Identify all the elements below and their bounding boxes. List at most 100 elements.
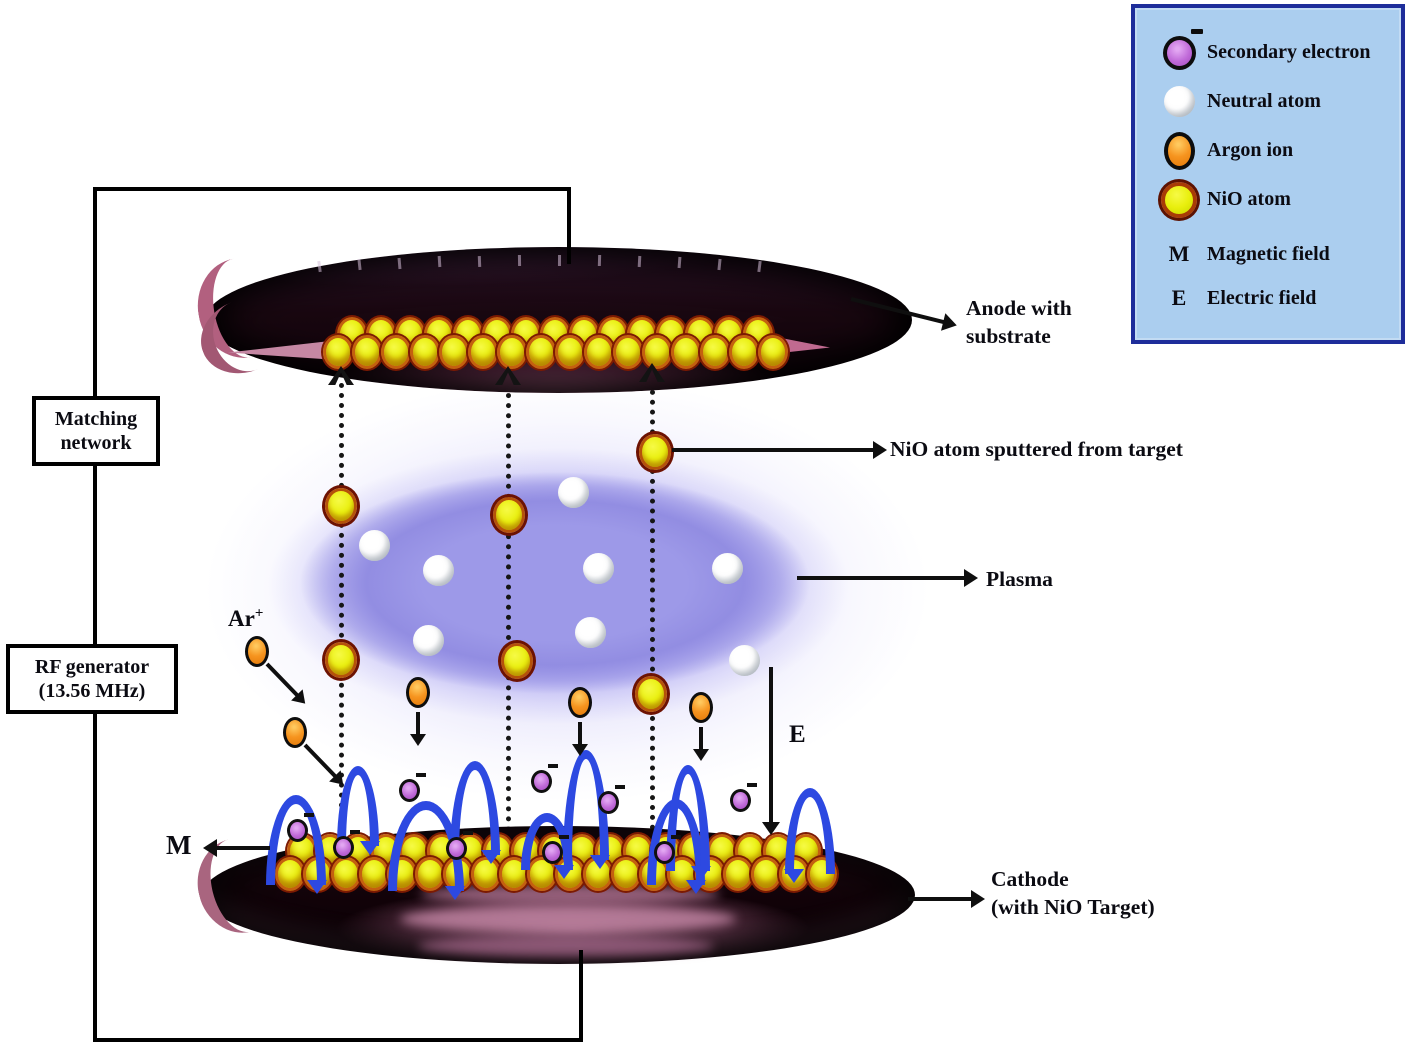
secondary-electron: [333, 830, 360, 859]
argon-label-sup: +: [254, 605, 264, 622]
nio-atom: [410, 335, 440, 369]
magnetic-field-symbol: M: [166, 830, 192, 860]
nio-atom: [323, 335, 353, 369]
cathode-mauve-band-1: [420, 884, 720, 904]
legend-spacer: [1151, 224, 1401, 232]
secondary-electron: [654, 835, 681, 864]
neutral-atom: [575, 617, 606, 648]
nio-atom: [359, 857, 389, 891]
arrow-head-icon: [693, 749, 709, 761]
legend-symbol: E: [1171, 285, 1187, 310]
nio-sputtered-label: NiO atom sputtered from target: [890, 437, 1183, 461]
argon-ion-down-arrow: [699, 727, 703, 749]
wire-bottom-horizontal: [93, 1038, 583, 1042]
arrow-head-icon: [964, 569, 978, 587]
wire-anode-drop: [567, 187, 571, 264]
arc-arrow-head-icon: [691, 866, 711, 880]
nio-atom: [497, 335, 527, 369]
arc-arrow-head-icon: [481, 850, 501, 864]
anode-vent-tick: [637, 255, 642, 268]
magnetic-field-arc-icon: [784, 788, 835, 883]
anode-label-line2: substrate: [966, 323, 1051, 348]
argon-ion-diagonal-arrow: [265, 662, 311, 710]
legend-icon-cell: [1151, 181, 1207, 218]
wire-cathode-riser: [579, 950, 583, 1042]
anode-label: Anode with substrate: [966, 295, 1072, 351]
nio-atom-sputtered: [325, 642, 357, 678]
cathode-mauve-band-3: [418, 936, 714, 956]
argon-ion: [245, 636, 269, 667]
anode-vent-tick: [517, 255, 522, 267]
nio-atom-sputtered: [493, 497, 525, 533]
nio-atom: [729, 335, 759, 369]
argon-ion: [568, 687, 592, 718]
plasma-arrow: [797, 569, 978, 587]
legend-item: NiO atom: [1151, 175, 1401, 224]
arrow-stem: [265, 662, 300, 698]
nio-atom: [613, 335, 643, 369]
cathode-mauve-band-2: [400, 906, 736, 932]
matching-network-label-line1: Matching: [54, 408, 138, 430]
magnetic-field-arrow: [203, 839, 270, 857]
cathode-label-arrow: [908, 890, 985, 908]
legend-item-label: Argon ion: [1207, 139, 1294, 161]
legend-icon-cell: [1151, 131, 1207, 170]
legend-item-label: Neutral atom: [1207, 90, 1321, 112]
nio-atom: [700, 335, 730, 369]
secondary-electron: [446, 831, 473, 860]
nio-atom: [758, 335, 788, 369]
arc-arrow-head-icon: [590, 855, 610, 869]
wire-bottom-left-vertical: [93, 713, 97, 1042]
nio-atom: [584, 335, 614, 369]
legend-symbol-item: E Electric field: [1151, 276, 1401, 320]
secondary-electron: [287, 813, 314, 842]
wire-top-horizontal: [93, 187, 571, 191]
nio-atom-sputtered: [639, 434, 671, 470]
rf-generator-label-line2: (13.56 MHz): [38, 680, 146, 702]
secondary-electron: [730, 783, 757, 812]
neutral-atom: [423, 555, 454, 586]
legend-item-label: Electric field: [1207, 286, 1317, 309]
arc-arrow-head-icon: [307, 880, 327, 894]
argon-ion-down-arrow: [416, 712, 420, 734]
secondary-electron-icon: [1162, 28, 1203, 70]
nio-atom-icon: [1161, 181, 1197, 218]
wire-between-boxes: [93, 464, 97, 647]
argon-ion-label: Ar+: [228, 604, 263, 634]
secondary-electron: [531, 764, 558, 793]
argon-ion: [406, 677, 430, 708]
arrow-head-icon: [971, 890, 985, 908]
argon-ion: [689, 692, 713, 723]
rf-generator-box: RF generator (13.56 MHz): [6, 644, 178, 714]
nio-atom-sputtered: [635, 676, 667, 712]
arc-arrow-head-icon: [360, 841, 380, 855]
argon-ion-diagonal-arrow: [303, 743, 349, 791]
legend-item: Neutral atom: [1151, 77, 1401, 126]
nio-atom: [642, 335, 672, 369]
nio-atom: [751, 857, 781, 891]
arc-arrow-head-icon: [554, 865, 574, 879]
nio-atom: [468, 335, 498, 369]
legend-icon-cell: [1151, 86, 1207, 117]
arc-arrow-head-icon: [784, 869, 804, 883]
nio-atom: [671, 335, 701, 369]
arrow-stem: [303, 743, 338, 779]
arrow-head-icon: [410, 734, 426, 746]
matching-network-box: Matching network: [32, 396, 160, 466]
arrow-head-icon: [762, 822, 780, 835]
arrow-head-icon: [203, 839, 217, 857]
nio-atom: [611, 857, 641, 891]
neutral-atom-icon: [1163, 86, 1195, 117]
anode-vent-tick: [477, 255, 482, 267]
arrow-head-icon: [873, 441, 887, 459]
matching-network-label-line2: network: [60, 432, 132, 454]
legend-symbol-cell: M: [1151, 241, 1207, 267]
argon-ion-icon: [1163, 131, 1195, 170]
plasma-label: Plasma: [986, 567, 1053, 591]
neutral-atom: [583, 553, 614, 584]
